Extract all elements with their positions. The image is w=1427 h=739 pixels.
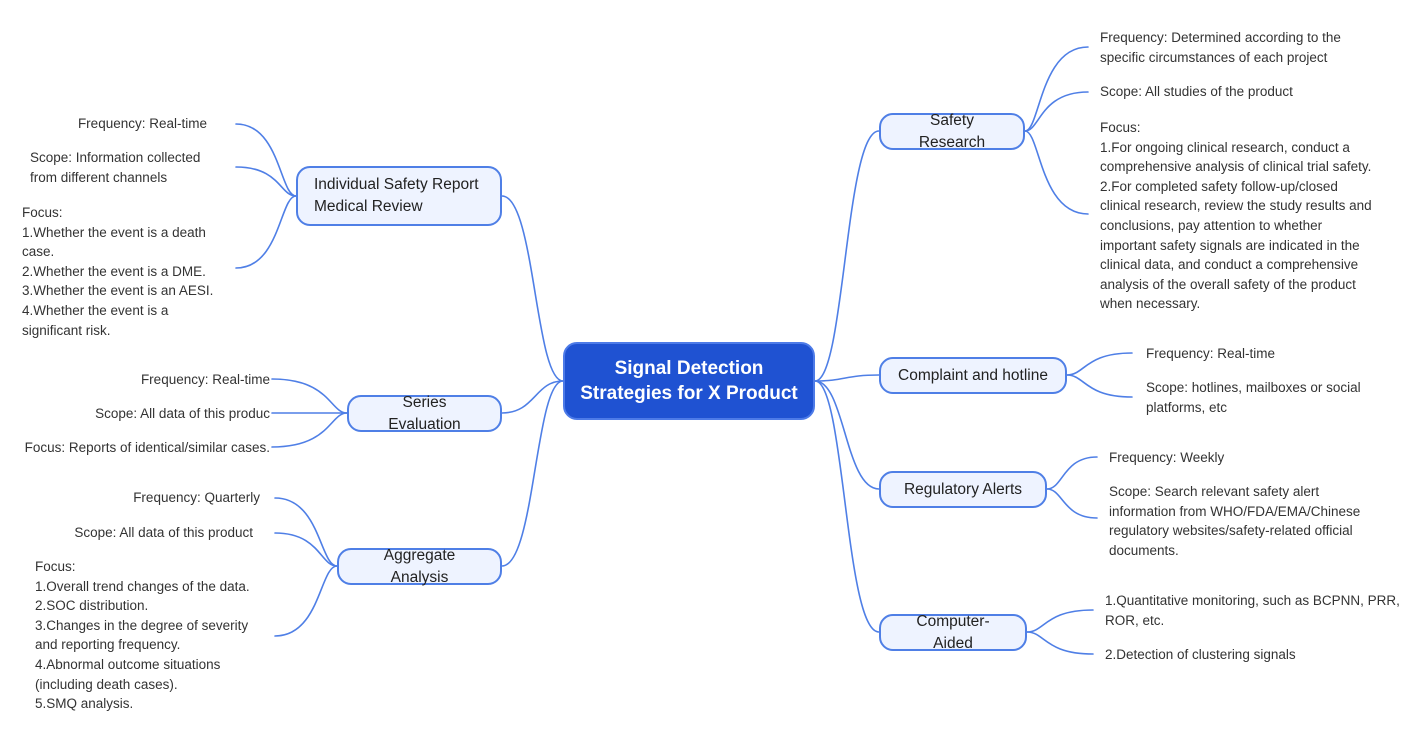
safety-focus: Focus: 1.For ongoing clinical research, … <box>1100 120 1372 312</box>
link-root-safety <box>814 130 880 382</box>
branch-regulatory-alerts[interactable]: Regulatory Alerts <box>879 471 1047 508</box>
computer-item-2: 2.Detection of clustering signals <box>1105 647 1296 662</box>
branch-series-evaluation[interactable]: Series Evaluation <box>347 394 502 433</box>
regulatory-frequency: Frequency: Weekly <box>1109 450 1225 465</box>
complaint-frequency: Frequency: Real-time <box>1146 346 1276 361</box>
link-root-computer <box>814 380 880 633</box>
branch-safety-research[interactable]: Safety Research <box>879 112 1025 151</box>
link-complaint-frequency <box>1066 352 1133 376</box>
link-individual-frequency <box>235 123 297 197</box>
link-aggregate-frequency <box>274 497 338 567</box>
safety-frequency: Frequency: Determined according to the s… <box>1100 30 1341 65</box>
link-complaint-scope <box>1066 374 1133 398</box>
link-safety-frequency <box>1024 46 1089 132</box>
branch-label: Safety Research <box>918 111 986 151</box>
branch-label: Aggregate Analysis <box>383 546 456 586</box>
individual-frequency: Frequency: Real-time <box>77 116 207 131</box>
link-safety-focus <box>1024 130 1089 215</box>
aggregate-frequency: Frequency: Quarterly <box>133 490 260 505</box>
safety-scope: Scope: All studies of the product <box>1100 84 1293 99</box>
link-individual-scope <box>235 166 297 197</box>
regulatory-scope: Scope: Search relevant safety alert info… <box>1109 484 1361 558</box>
link-root-complaint <box>814 374 880 382</box>
root-title: Signal Detection Strategies for X Produc… <box>580 358 798 404</box>
link-root-individual <box>501 195 564 382</box>
aggregate-focus: Focus: 1.Overall trend changes of the da… <box>35 559 250 712</box>
link-series-focus <box>271 412 348 448</box>
link-individual-focus <box>235 195 297 269</box>
computer-item-1: 1.Quantitative monitoring, such as BCPNN… <box>1105 593 1400 628</box>
link-regulatory-frequency <box>1046 456 1098 490</box>
aggregate-scope: Scope: All data of this product <box>74 525 253 540</box>
individual-scope: Scope: Information collected from differ… <box>30 150 201 185</box>
branch-aggregate-analysis[interactable]: Aggregate Analysis <box>337 547 502 586</box>
branch-complaint-hotline[interactable]: Complaint and hotline <box>879 357 1067 394</box>
branch-label: Individual Safety Report Medical Review <box>314 176 479 215</box>
link-aggregate-focus <box>274 565 338 637</box>
link-aggregate-scope <box>274 532 338 567</box>
branch-label: Computer-Aided <box>916 612 990 652</box>
individual-focus: Focus: 1.Whether the event is a death ca… <box>22 205 214 338</box>
link-computer-item2 <box>1026 631 1094 655</box>
link-safety-scope <box>1024 91 1089 132</box>
link-root-series <box>501 380 564 414</box>
link-root-regulatory <box>814 380 880 490</box>
complaint-scope: Scope: hotlines, mailboxes or social pla… <box>1146 380 1361 415</box>
link-series-frequency <box>271 378 348 414</box>
link-root-aggregate <box>501 380 564 567</box>
root-node[interactable]: Signal Detection Strategies for X Produc… <box>563 342 815 420</box>
series-focus: Focus: Reports of identical/similar case… <box>24 440 270 455</box>
branch-label: Complaint and hotline <box>898 366 1048 384</box>
link-computer-item1 <box>1026 609 1094 633</box>
series-scope: Scope: All data of this produc <box>95 406 270 421</box>
branch-computer-aided[interactable]: Computer-Aided <box>879 613 1027 652</box>
branch-label: Series Evaluation <box>388 393 461 433</box>
branch-individual-safety-report[interactable]: Individual Safety Report Medical Review <box>296 166 502 226</box>
branch-label: Regulatory Alerts <box>903 480 1023 498</box>
link-regulatory-scope <box>1046 488 1098 519</box>
series-frequency: Frequency: Real-time <box>140 372 270 387</box>
